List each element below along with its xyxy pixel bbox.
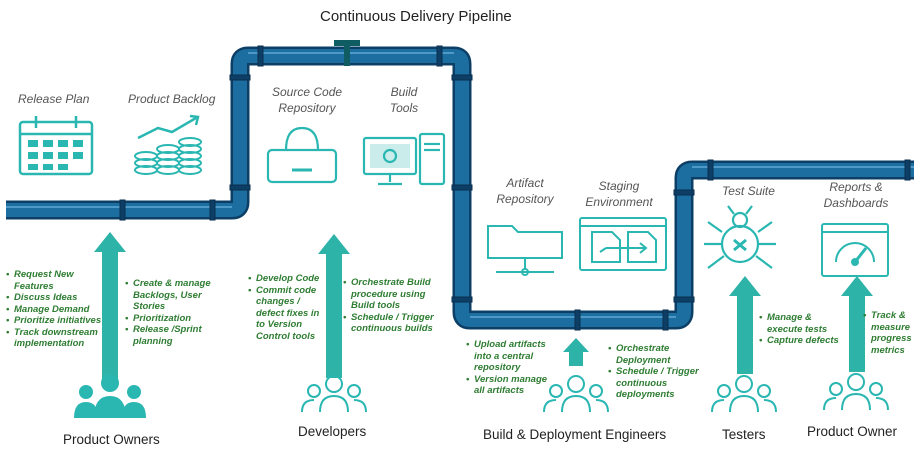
testers-label: Testers [722, 427, 766, 442]
bug-icon [704, 205, 776, 269]
task-item: Orchestrate Deployment [608, 343, 706, 366]
task-item: Version manage all artifacts [466, 374, 558, 397]
artifact-repository-icon [487, 225, 563, 276]
task-item: Develop Code [248, 273, 328, 285]
testers-tasks: Manage & execute testsCapture defects [759, 312, 845, 347]
diagram-title: Continuous Delivery Pipeline [320, 8, 512, 25]
task-item: Release /Sprint planning [125, 324, 225, 347]
developers-tasks-left: Develop CodeCommit code changes / defect… [248, 273, 328, 342]
task-item: Manage Demand [6, 304, 106, 316]
task-item: Commit code changes / defect fixes in to… [248, 285, 328, 343]
calendar-icon [18, 116, 94, 176]
developers-label: Developers [298, 424, 367, 439]
staging-environment-icon [579, 217, 667, 271]
product-owners-tasks-right: Create & manage Backlogs, User StoriesPr… [125, 278, 225, 347]
task-item: Capture defects [759, 335, 845, 347]
dashboard-icon [821, 223, 889, 277]
task-item: Prioritization [125, 313, 225, 325]
task-item: Create & manage Backlogs, User Stories [125, 278, 225, 313]
task-item: Schedule / Trigger continuous builds [343, 312, 435, 335]
task-item: Prioritize initiatives [6, 315, 106, 327]
repository-icon [266, 126, 338, 184]
valve-icon [334, 40, 360, 66]
task-item: Schedule / Trigger continuous deployment… [608, 366, 706, 401]
up-arrows [94, 232, 873, 380]
test-suite-label: Test Suite [722, 184, 775, 198]
task-item: Upload artifacts into a central reposito… [466, 339, 558, 374]
reports-dashboards-label: Reports &Dashboards [823, 180, 889, 210]
pipe-joints [119, 45, 911, 331]
task-item: Orchestrate Build procedure using Build … [343, 277, 435, 312]
task-item: Manage & execute tests [759, 312, 845, 335]
product-owners-icon [74, 374, 146, 418]
backlog-icon [134, 114, 202, 175]
developers-tasks-right: Orchestrate Build procedure using Build … [343, 277, 435, 335]
product-owners-tasks-left: Request New FeaturesDiscuss IdeasManage … [6, 269, 106, 350]
product-owner-tasks: Track & measure progress metrics [863, 310, 920, 356]
task-item: Track downstream implementation [6, 327, 106, 350]
build-engineers-tasks-right: Orchestrate DeploymentSchedule / Trigger… [608, 343, 706, 401]
product-owner-icon [823, 373, 889, 411]
product-backlog-label: Product Backlog [128, 92, 216, 106]
build-tools-icon [362, 132, 446, 186]
product-owner-label: Product Owner [807, 424, 898, 439]
product-owners-label: Product Owners [63, 432, 160, 447]
task-item: Track & measure progress metrics [863, 310, 920, 356]
task-item: Request New Features [6, 269, 106, 292]
build-engineers-tasks-left: Upload artifacts into a central reposito… [466, 339, 558, 397]
developers-icon [301, 375, 367, 413]
task-item: Discuss Ideas [6, 292, 106, 304]
release-plan-label: Release Plan [18, 92, 90, 106]
testers-icon [711, 375, 777, 413]
build-engineers-label: Build & Deployment Engineers [483, 427, 667, 442]
